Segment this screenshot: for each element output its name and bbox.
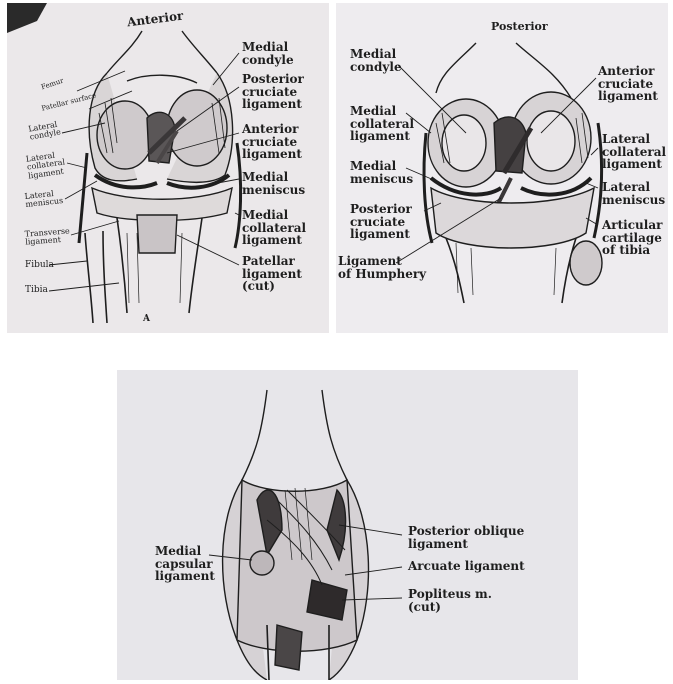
posterior-heading: Posterior xyxy=(491,21,548,33)
figure-letter-a: A xyxy=(143,315,150,324)
label-popliteus: Popliteus m.(cut) xyxy=(408,588,492,613)
label-tibia: Tibia xyxy=(25,286,48,295)
label-arcuate: Arcuate ligament xyxy=(408,560,525,573)
label-fibula: Fibula xyxy=(25,261,54,270)
